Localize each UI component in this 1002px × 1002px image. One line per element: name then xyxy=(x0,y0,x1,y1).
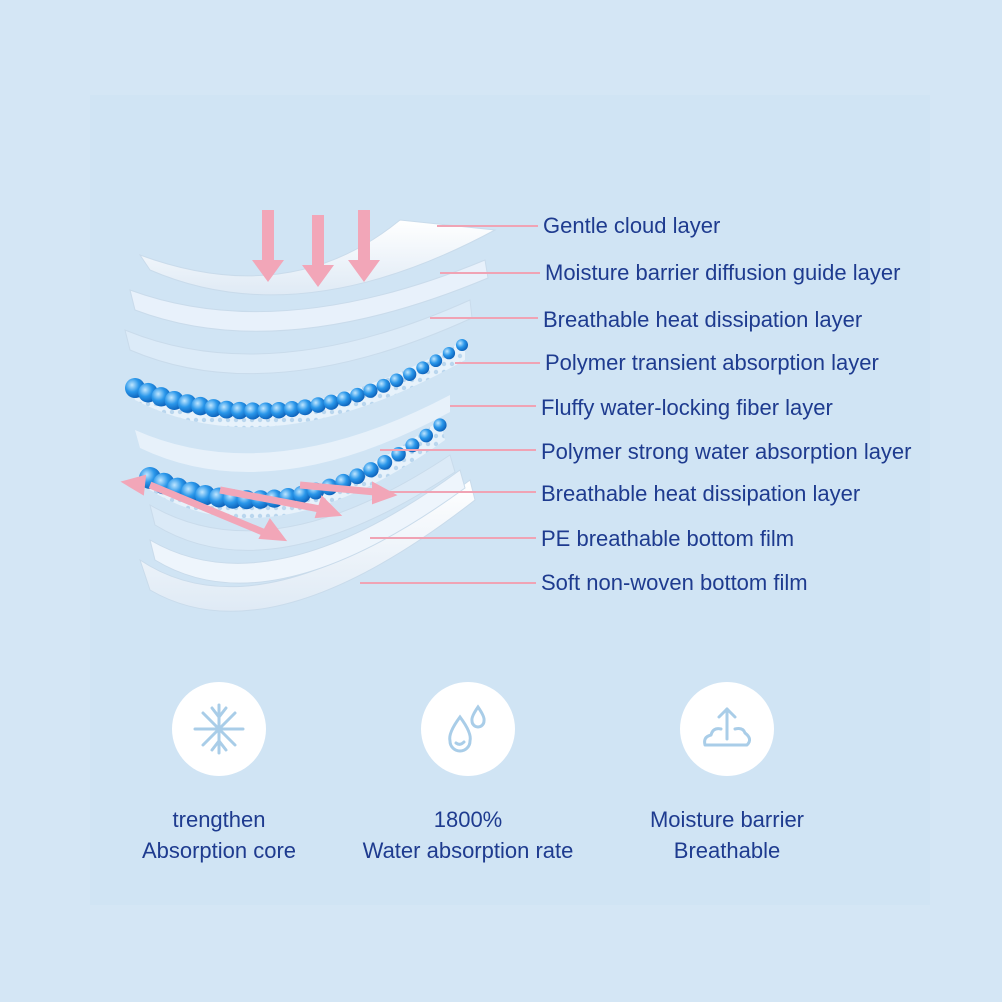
feature-icon-circle xyxy=(680,682,774,776)
polymer-bead xyxy=(363,383,378,398)
polymer-bead xyxy=(217,400,236,419)
polymer-bead xyxy=(363,462,379,478)
polymer-bead xyxy=(377,454,393,470)
layer-breathable-2 xyxy=(149,454,456,551)
polymer-bead xyxy=(433,418,447,432)
layer-fluffy xyxy=(135,395,450,473)
polymer-bead xyxy=(350,387,365,403)
water-drops-icon xyxy=(448,704,486,753)
snowflake-compress-icon xyxy=(193,703,245,755)
feature-water-absorption: 1800% Water absorption rate xyxy=(318,682,618,866)
polymer-bead xyxy=(283,400,301,418)
leader-lines xyxy=(360,225,540,584)
polymer-bead xyxy=(456,339,468,351)
layer-label-pe-film: PE breathable bottom film xyxy=(541,526,795,551)
polymer-bead xyxy=(389,373,404,388)
polymer-bead xyxy=(293,485,311,504)
layer-label-polymer-strong: Polymer strong water absorption layer xyxy=(541,439,912,464)
polymer-bead xyxy=(416,361,430,375)
layer-label-breathable-1: Breathable heat dissipation layer xyxy=(543,307,863,332)
arrow-right-icon xyxy=(314,495,343,519)
polymer-bead xyxy=(270,401,288,419)
arrow-down-icon xyxy=(348,210,380,282)
polymer-bead xyxy=(376,378,391,393)
polymer-bead xyxy=(257,402,275,420)
polymer-bead xyxy=(349,468,365,485)
feature-icon-circle xyxy=(172,682,266,776)
layer-pe-film xyxy=(149,469,466,584)
layer-gentle-cloud xyxy=(138,219,497,296)
polymer-bead xyxy=(230,401,249,420)
feature-line2: Water absorption rate xyxy=(362,838,574,863)
feature-line1: Moisture barrier xyxy=(649,807,805,832)
layer-moisture-barrier xyxy=(129,259,489,332)
polymer-bead xyxy=(310,397,326,413)
feature-icon-circle xyxy=(421,682,515,776)
polymer-bead xyxy=(336,391,352,407)
polymer-bead xyxy=(429,354,443,368)
polymer-bead xyxy=(403,367,417,381)
polymer-bead xyxy=(442,346,456,360)
arrow-down-icon xyxy=(302,215,334,287)
pink-arrows-side xyxy=(120,474,398,542)
feature-line2: Absorption core xyxy=(141,838,297,863)
polymer-bead xyxy=(323,394,339,410)
feature-line2: Breathable xyxy=(673,838,781,863)
feature-line1: 1800% xyxy=(433,807,503,832)
arrow-right-icon xyxy=(372,481,398,505)
arrow-right-icon xyxy=(258,518,288,542)
polymer-bead xyxy=(297,399,313,416)
polymer-bead xyxy=(405,438,420,453)
layer-label-soft-nonwoven: Soft non-woven bottom film xyxy=(541,570,808,595)
polymer-bead xyxy=(419,428,434,443)
layer-label-polymer-transient: Polymer transient absorption layer xyxy=(545,350,879,375)
layer-label-breathable-2: Breathable heat dissipation layer xyxy=(541,481,861,506)
layer-label-fluffy: Fluffy water-locking fiber layer xyxy=(541,395,833,420)
arrow-down-icon xyxy=(252,210,284,282)
arrow-left-icon xyxy=(120,474,147,496)
feature-line1: trengthen xyxy=(172,807,266,832)
polymer-bead xyxy=(244,402,262,420)
cloud-arrow-up-icon xyxy=(703,707,752,747)
pink-arrows-down xyxy=(252,210,380,287)
layer-soft-nonwoven xyxy=(139,479,476,612)
layer-label-moisture-barrier: Moisture barrier diffusion guide layer xyxy=(545,260,901,285)
polymer-bead xyxy=(204,399,223,418)
layer-label-gentle-cloud: Gentle cloud layer xyxy=(543,213,721,238)
